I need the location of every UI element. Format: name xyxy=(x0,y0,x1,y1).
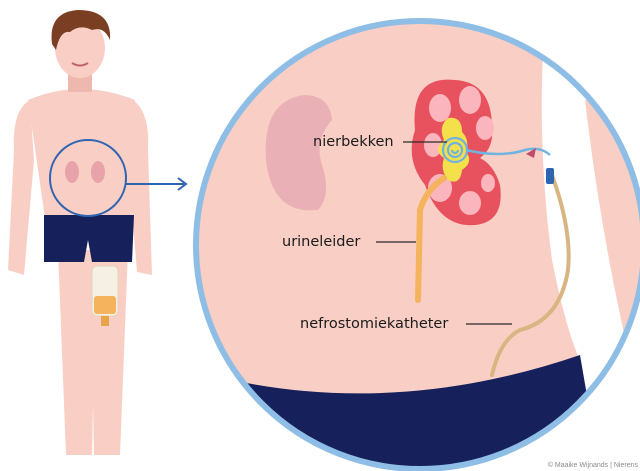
label-ureter: urineleider xyxy=(282,234,360,250)
left-leg xyxy=(58,250,96,455)
left-arm xyxy=(8,100,34,275)
kidney-pyramid xyxy=(429,94,451,122)
kidney-pyramid xyxy=(459,191,481,215)
urine-bag-tap xyxy=(101,316,109,326)
small-kidney-left xyxy=(65,161,79,183)
kidney-pyramid xyxy=(476,116,494,140)
zoom-detail xyxy=(196,20,640,471)
kidney-pyramid xyxy=(459,86,481,114)
label-renal-pelvis: nierbekken xyxy=(313,134,394,150)
label-catheter: nefrostomiekatheter xyxy=(300,316,448,332)
person-figure xyxy=(8,10,152,455)
credit-text: © Maaike Wijnands | Nierens xyxy=(548,461,639,469)
kidney-pyramid xyxy=(481,174,495,192)
catheter-clamp xyxy=(546,168,554,184)
small-kidney-right xyxy=(91,161,105,183)
urine-bag-fluid xyxy=(94,296,116,314)
